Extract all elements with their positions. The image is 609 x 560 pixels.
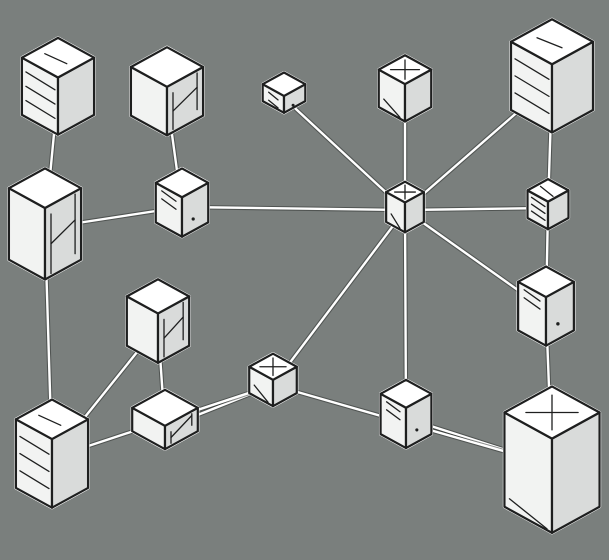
rack-unit-icon [125,277,191,365]
panel-line [530,196,546,208]
small-module-icon [261,70,307,115]
open-box-icon [20,36,96,137]
server-cabinet-icon [129,45,205,137]
cube-top-face [129,46,205,88]
router-cube-icon [525,177,571,231]
lid-line [44,53,68,65]
central-hub-icon [384,180,426,234]
panel-line [19,470,50,490]
connection-line [403,206,550,212]
panel-line [25,71,56,91]
cube-top-face [526,178,570,203]
slot-line [385,409,401,421]
cube-top-face [379,378,433,409]
lid-line [38,414,62,426]
panel-line [25,85,56,105]
slot-line [161,190,177,202]
switch-box-icon [247,352,299,408]
panel-line [514,92,550,115]
connection-line [180,205,407,212]
cube-top-face [7,167,83,210]
lid-line [536,37,563,49]
connection-line [271,208,407,387]
printer-icon [14,397,90,510]
shelf-line [163,316,184,339]
drive-tray-icon [130,388,200,451]
device-nodes [7,17,602,535]
storage-unit-icon [509,17,595,135]
base-line [253,384,269,403]
shelf-line [50,219,76,245]
panel-line [514,75,550,98]
panel-line [530,210,546,221]
shelf-line [170,414,193,439]
cube-top-face [261,71,307,98]
base-line [383,98,401,119]
status-light-icon [191,217,195,221]
cube-top-face [20,36,96,79]
cube-top-face [131,388,199,427]
shelf-line [172,86,198,112]
status-light-icon [415,428,419,432]
panel-line [25,99,56,120]
slot-line [161,198,177,210]
lid-line [539,185,554,198]
cube-top-face [14,398,90,441]
slot-line [523,297,541,310]
large-crate-icon [502,384,602,535]
file-server-icon [378,378,434,450]
panel-line [530,203,546,215]
panel-line [514,58,550,80]
cube-top-face [125,278,191,315]
status-light-icon [291,103,295,107]
slot-line [523,289,541,302]
cube-top-face [509,18,595,66]
base-line [508,498,548,530]
slot-line [268,99,279,109]
panel-line [19,452,50,473]
hub-cube-icon [154,166,210,239]
cube-top-face [154,167,210,199]
machine-stack-icon [7,166,83,282]
device-box-icon [377,53,433,124]
cabinet-icon [516,264,576,348]
slot-line [268,91,279,101]
slot-line [385,401,401,413]
panel-line [19,435,50,455]
status-light-icon [556,322,560,326]
cube-top-face [517,265,575,299]
base-line [390,213,401,229]
